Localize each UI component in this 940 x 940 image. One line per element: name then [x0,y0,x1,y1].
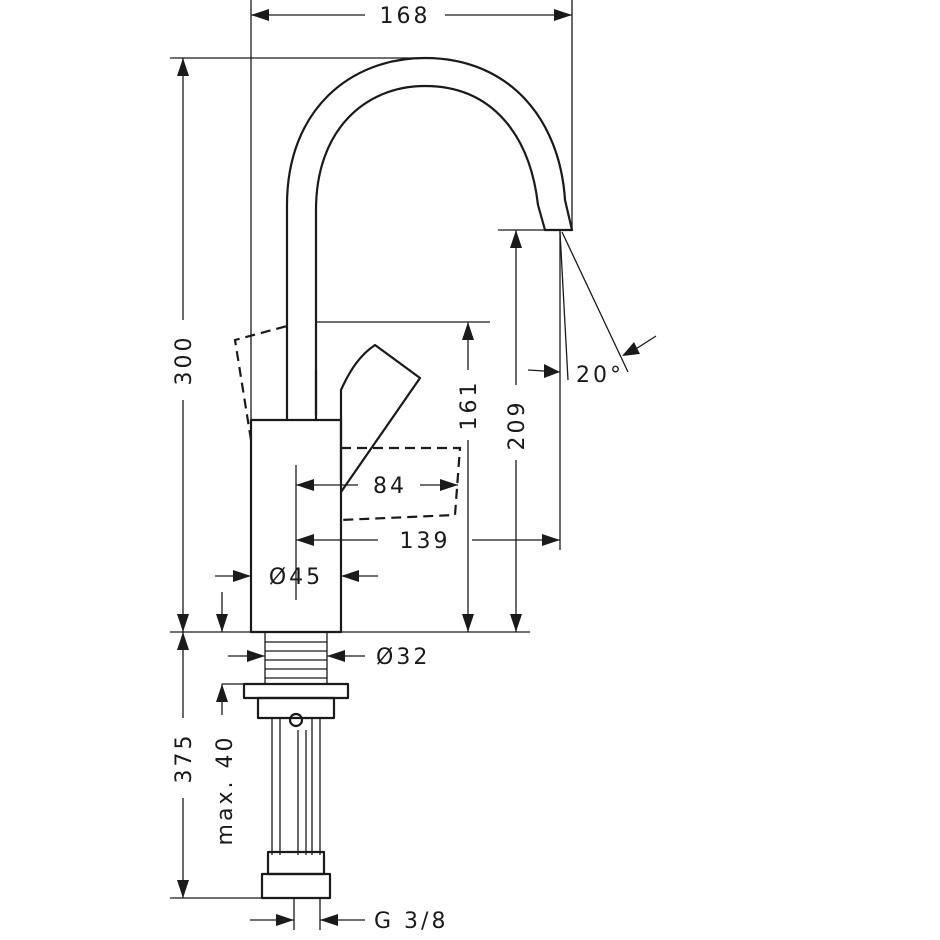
hose-fitting-lower [260,872,332,900]
label-max-deck-thickness: max. 40 [213,735,238,846]
lever-alt-position-left [233,324,288,441]
dim-connection-thread: G 3/8 [250,909,448,934]
shank-threads [264,631,328,685]
lever-alt-position-right [340,446,462,522]
label-lever-height: 161 [457,380,482,431]
dim-overall-height: 300 [172,58,197,632]
dim-body-diameter: Ø45 [215,565,378,590]
dim-lever-height: 161 [457,322,482,632]
label-body-diameter: Ø45 [269,565,323,590]
deck-level-arrow [216,592,228,632]
mounting-nut [256,696,336,720]
mounting-washer [242,682,350,700]
faucet-outline [233,56,574,900]
spout-tube-outer [285,56,574,422]
supply-hoses [271,718,321,855]
dim-spout-height: 209 [505,230,530,632]
spout-tube-inner [314,84,547,422]
label-spray-angle: 20° [576,363,624,388]
dim-spout-reach: 139 [296,529,560,554]
dim-below-deck-length: 375 [172,632,197,898]
dim-overall-width: 168 [251,4,572,29]
nut-screw [288,712,304,728]
label-overall-height: 300 [172,335,197,386]
dim-spray-angle: 20° [527,231,657,388]
dim-lever-reach: 84 [296,474,458,499]
label-shank-diameter: Ø32 [376,645,430,670]
label-lever-reach: 84 [373,474,407,499]
label-spout-height: 209 [505,400,530,451]
label-connection-thread: G 3/8 [374,909,448,934]
extension-lines [170,0,573,930]
label-spout-reach: 139 [400,529,451,554]
dim-shank-diameter: Ø32 [228,645,430,670]
lever-handle [339,343,422,494]
label-overall-width: 168 [380,4,431,29]
label-below-deck-length: 375 [172,733,197,784]
hose-fitting-upper [266,850,326,876]
dim-max-deck-thickness: max. 40 [213,683,244,846]
